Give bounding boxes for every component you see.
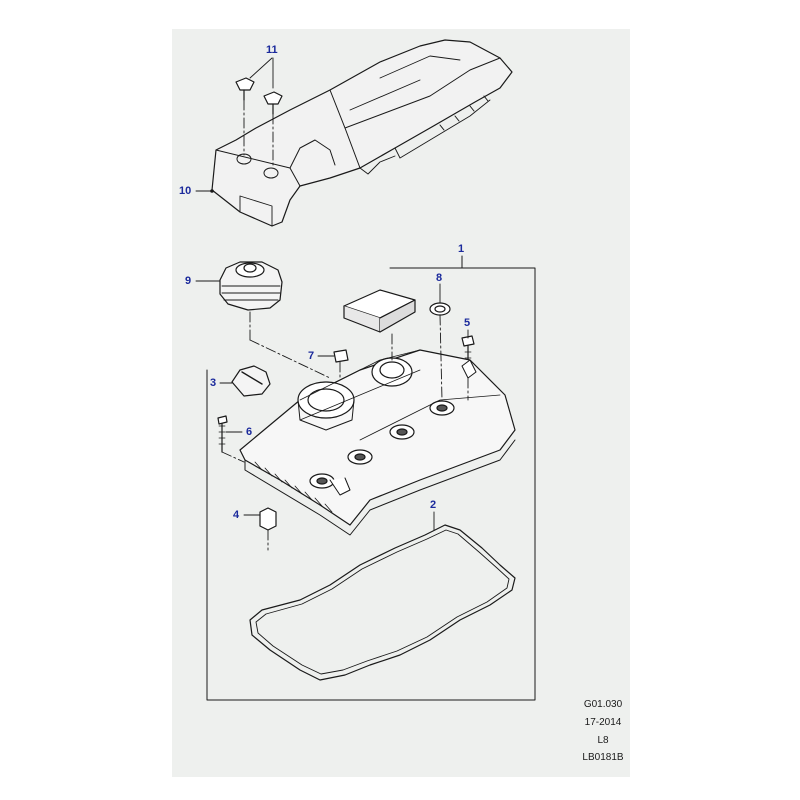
callout-6: 6 [246, 426, 253, 438]
figure-code: G01.030 [583, 699, 623, 710]
grommet-7 [317, 349, 349, 381]
callout-8: 8 [436, 272, 443, 284]
assembly-bracket [206, 267, 536, 701]
filler-cap [219, 365, 271, 397]
callout-10: 10 [179, 185, 192, 197]
cover-bolts [235, 57, 283, 169]
callout-2: 2 [430, 499, 437, 511]
callout-11: 11 [266, 44, 278, 56]
cam-cover [239, 349, 516, 536]
breather-cap [195, 261, 283, 341]
callout-9: 9 [185, 275, 192, 287]
leader-line-11a [249, 57, 273, 79]
baffle-plate [343, 289, 416, 333]
illustration-id: LB0181B [582, 752, 624, 763]
model-code: L8 [597, 735, 609, 746]
stud-bolt-6 [217, 415, 245, 463]
spacer-4 [243, 507, 277, 551]
callout-3: 3 [210, 377, 217, 389]
callout-7: 7 [308, 350, 315, 362]
callout-1: 1 [458, 243, 465, 255]
date-code: 17-2014 [584, 717, 622, 728]
callout-5: 5 [464, 317, 471, 329]
gasket [249, 511, 516, 681]
seal-ring [429, 283, 451, 316]
engine-cover [211, 39, 513, 227]
callout-4: 4 [233, 509, 240, 521]
